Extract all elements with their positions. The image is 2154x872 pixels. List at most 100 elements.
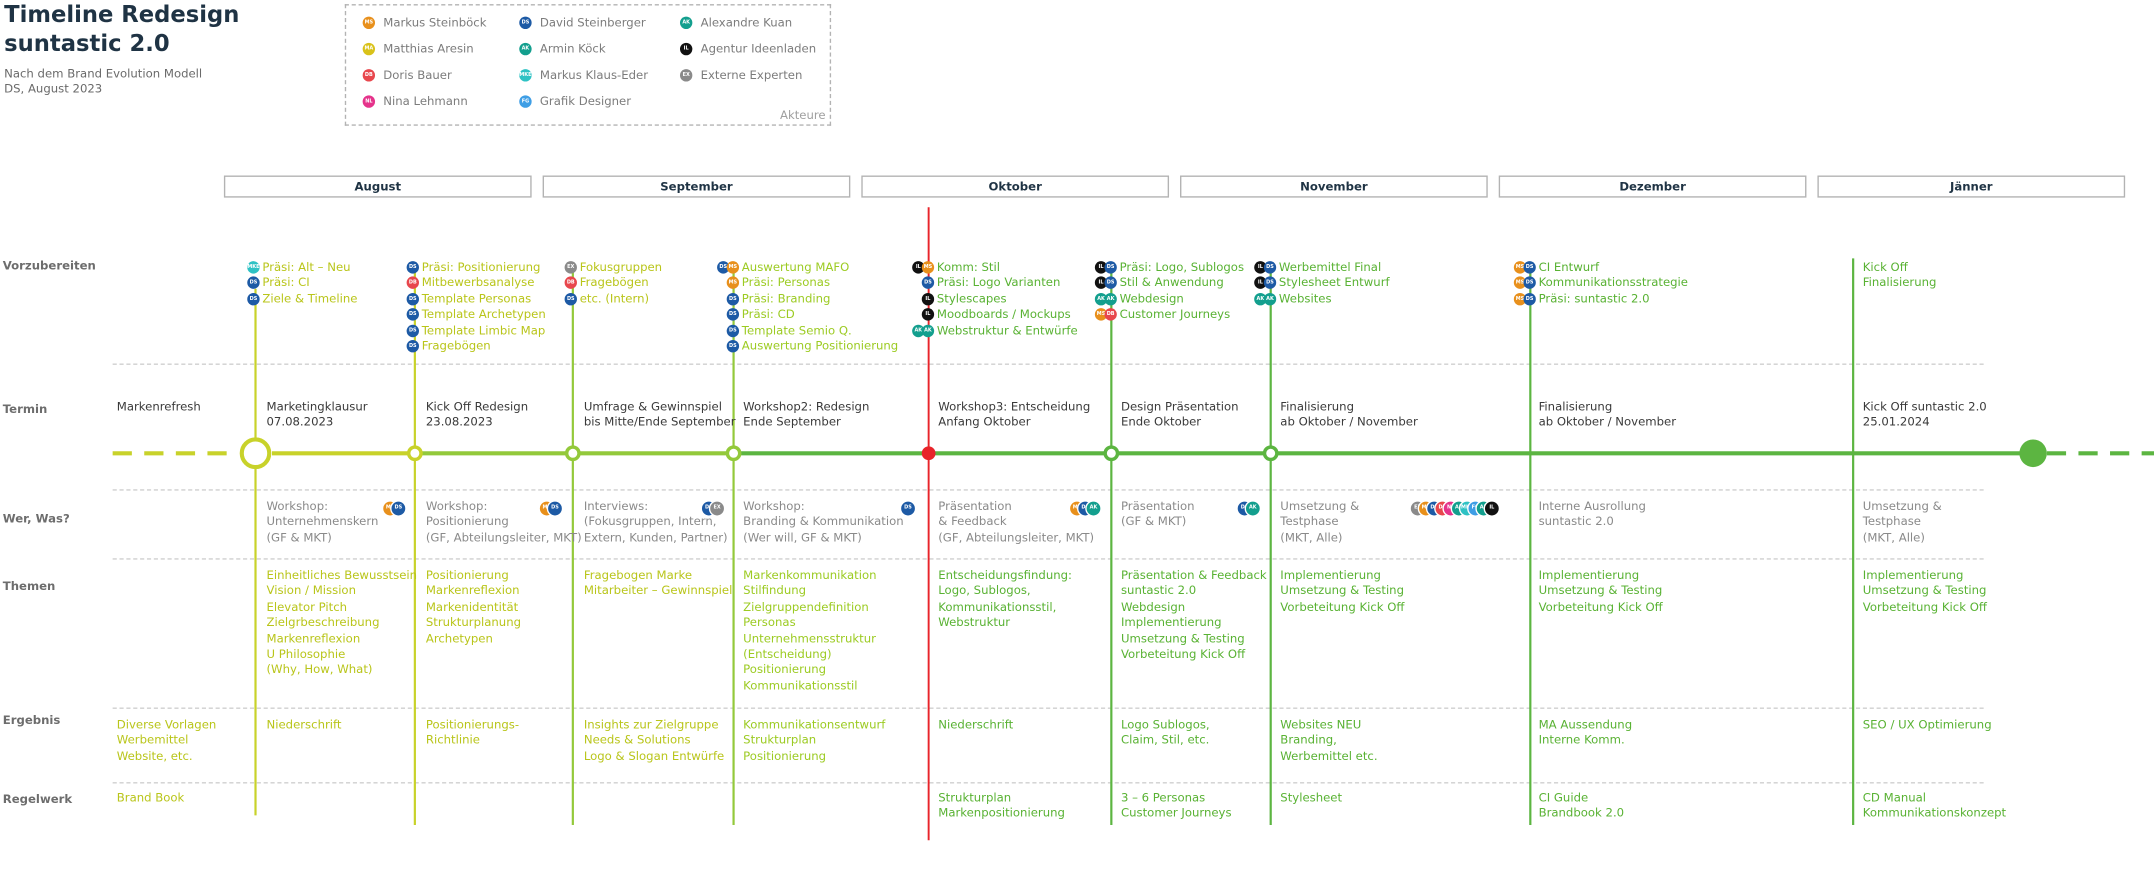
avatar-ds: DS [1263, 261, 1277, 274]
legend-name: Alexandre Kuan [700, 16, 793, 31]
avatar-ak: AK [679, 16, 693, 30]
prep-text: Stylescapes [936, 292, 1007, 307]
row-divider [112, 707, 1984, 709]
avatar-ak: AK [1094, 292, 1108, 306]
themen-text-line: Vorbeteitung Kick Off [1120, 648, 1246, 662]
termin-text-line: Kick Off suntastic 2.0 [1862, 400, 1987, 415]
avatar-ak: AK [1244, 500, 1262, 517]
legend-name: Markus Klaus-Eder [539, 69, 649, 83]
prep-text: Mitbewerbsanalyse [421, 276, 535, 291]
avatar-il: IL [1094, 276, 1108, 290]
ergebnis-text-line: Insights zur Zielgruppe [583, 718, 719, 733]
prep-item: Kick Off [1863, 261, 1937, 277]
wer-text: Präsentation(GF & MKT) [1121, 500, 1195, 532]
termin-text-line: 23.08.2023 [425, 416, 493, 431]
avatar-ds: DS [406, 261, 419, 274]
wer-text: Workshop:Branding & Kommunikation(Wer wi… [743, 500, 903, 547]
prep-text: CI Entwurf [1538, 261, 1600, 276]
prep-text: Stylesheet Entwurf [1278, 276, 1390, 291]
ergebnis-text-line: MA Aussendung [1538, 718, 1633, 733]
regelwerk-text-line: Markenpositionierung [938, 807, 1065, 822]
themen-text-line: Zielgrbeschreibung [266, 616, 380, 631]
avatar-il: IL [1094, 261, 1108, 274]
avatar-ds: DS [899, 500, 917, 517]
ergebnis-text-line: Logo & Slogan Entwürfe [583, 750, 725, 764]
prep-text: Ziele & Timeline [262, 292, 358, 307]
prep-text: Präsi: Logo, Sublogos [1119, 261, 1245, 276]
ergebnis-text-line: Niederschrift [266, 718, 342, 733]
legend-item: AK Alexandre Kuan [679, 16, 793, 32]
avatar-ms: MS [1513, 276, 1527, 290]
prep-text: Präsi: Personas [741, 276, 831, 291]
wer-text: Workshop:Unternehmenskern(GF & MKT) [267, 500, 379, 547]
milestone-node [725, 445, 742, 462]
avatar-ma: MA [362, 42, 376, 56]
wer-text-line: (MKT, Alle) [1280, 531, 1343, 546]
themen-text-line: Logo, Sublogos, [938, 585, 1031, 599]
wer-text-line: Unternehmenskern [266, 516, 379, 530]
milestone-start-node [239, 437, 272, 470]
termin-text-line: Ende September [743, 416, 841, 431]
regelwerk-text: Brand Book [117, 792, 185, 808]
ergebnis-text-line: Logo Sublogos, [1120, 718, 1210, 733]
prep-text: Präsi: Logo Varianten [936, 276, 1061, 291]
termin-text-line: Anfang Oktober [938, 416, 1031, 431]
avatar-il: IL [1254, 276, 1267, 290]
themen-text-line: Zielgruppendefinition [743, 600, 869, 615]
themen-text-line: (Entscheidung) [743, 648, 832, 662]
wer-text-line: (Wer will, GF & MKT) [743, 531, 862, 546]
wer-text-line: (GF, Abteilungsleiter, MKT) [938, 531, 1095, 546]
milestone-node [406, 445, 423, 462]
avatar-ds: DS [1523, 276, 1536, 290]
prep-text: Auswertung MAFO [741, 261, 850, 276]
termin-text-line: Umfrage & Gewinnspiel [583, 400, 722, 415]
ergebnis-text-line: Interne Komm. [1538, 734, 1625, 749]
themen-text-line: Markenreflexion [266, 632, 361, 647]
avatar-ds: DS [546, 500, 564, 517]
legend-name: Markus Steinböck [383, 16, 487, 31]
regelwerk-text-line: Brand Book [116, 791, 185, 806]
prep-text: Präsi: Branding [741, 292, 831, 307]
legend-name: Nina Lehmann [383, 95, 468, 110]
termin-text-line: 07.08.2023 [266, 416, 334, 431]
row-label-termin: Termin [2, 403, 48, 418]
ergebnis-text-line: Richtlinie [425, 734, 480, 749]
themen-text-line: Markenkommunikation [743, 569, 877, 584]
termin-text-line: Workshop2: Redesign [743, 400, 870, 415]
termin-text-line: bis Mitte/Ende September [583, 416, 736, 431]
avatar-ds: DS [717, 261, 730, 274]
themen-text-line: Umsetzung & Testing [1120, 632, 1245, 647]
themen-text-line: Vision / Mission [266, 585, 356, 599]
avatar-ds: DS [1523, 292, 1536, 306]
prep-text: Präsi: CI [262, 276, 310, 291]
milestone-node [564, 445, 581, 462]
